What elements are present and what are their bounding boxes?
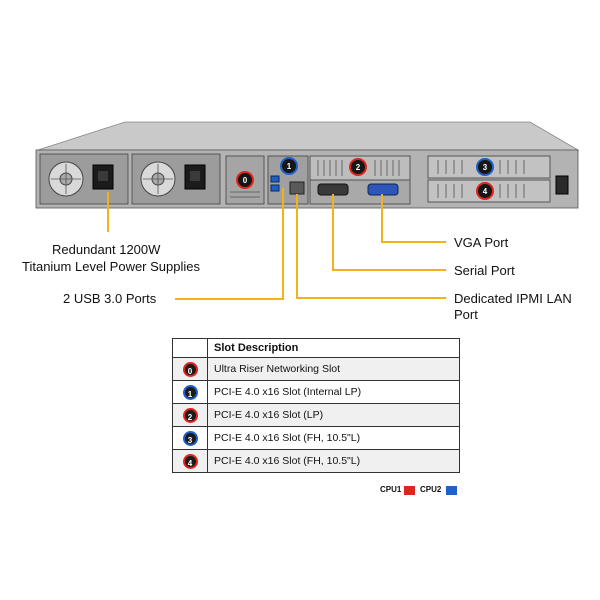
legend-cpu1-swatch <box>404 486 415 495</box>
slot-badge-3: 3 <box>476 158 494 176</box>
psu-callout-line2: Titanium Level Power Supplies <box>22 259 200 274</box>
table-row: 3 PCI-E 4.0 x16 Slot (FH, 10.5"L) <box>172 426 460 450</box>
serial-callout: Serial Port <box>454 263 515 278</box>
leader-line-ipmi <box>296 194 446 299</box>
table-row: 4 PCI-E 4.0 x16 Slot (FH, 10.5"L) <box>172 449 460 473</box>
power-supply-2 <box>131 153 221 205</box>
slot-badge-4: 4 <box>476 182 494 200</box>
slot-badge-1-icon: 1 <box>182 384 198 400</box>
legend-cpu1-label: CPU1 <box>380 485 402 494</box>
leader-line-usb <box>175 188 284 300</box>
usb-port-icon <box>270 175 280 183</box>
slot-description: PCI-E 4.0 x16 Slot (FH, 10.5"L) <box>207 449 460 473</box>
slot-description: Ultra Riser Networking Slot <box>207 357 460 381</box>
table-header-row: Slot Description <box>172 338 460 358</box>
ipmi-lan-port-icon <box>289 181 305 195</box>
svg-text:4: 4 <box>483 187 488 196</box>
leader-line-vga <box>381 194 446 243</box>
serial-port-icon <box>317 183 349 196</box>
chassis-top <box>37 121 580 151</box>
slot-badge-0: 0 <box>236 171 254 189</box>
slot-badge-2-icon: 2 <box>182 407 198 423</box>
table-header: Slot Description <box>207 338 460 358</box>
legend-cpu2-swatch <box>446 486 457 495</box>
slot-description-table: Slot Description 0 Ultra Riser Networkin… <box>172 338 460 473</box>
vga-port-icon <box>367 183 399 196</box>
slot-badge-2: 2 <box>349 158 367 176</box>
table-row: 2 PCI-E 4.0 x16 Slot (LP) <box>172 403 460 427</box>
slot-description: PCI-E 4.0 x16 Slot (FH, 10.5"L) <box>207 426 460 450</box>
ipmi-callout-line1: Dedicated IPMI LAN <box>454 291 572 306</box>
leader-line-serial <box>332 194 446 271</box>
table-header-blank <box>172 338 208 358</box>
svg-text:2: 2 <box>356 163 361 172</box>
power-supply-1 <box>39 153 129 205</box>
slot-2-vents <box>317 160 400 176</box>
legend-cpu2-label: CPU2 <box>420 485 442 494</box>
svg-text:0: 0 <box>243 176 248 185</box>
table-row: 1 PCI-E 4.0 x16 Slot (Internal LP) <box>172 380 460 404</box>
psu-callout-line1: Redundant 1200W <box>52 242 161 257</box>
slot-description: PCI-E 4.0 x16 Slot (Internal LP) <box>207 380 460 404</box>
slot-badge-1: 1 <box>280 157 298 175</box>
ipmi-callout-line2: Port <box>454 307 478 322</box>
rear-latch-icon <box>555 175 569 195</box>
vga-callout: VGA Port <box>454 235 509 250</box>
usb-callout: 2 USB 3.0 Ports <box>63 291 157 306</box>
slot-badge-0-icon: 0 <box>182 361 198 377</box>
svg-text:3: 3 <box>483 163 488 172</box>
slot-badge-4-icon: 4 <box>182 453 198 469</box>
slot-badge-3-icon: 3 <box>182 430 198 446</box>
slot-0-vents <box>230 191 260 198</box>
slot-3-4-vents <box>437 160 525 198</box>
slot-description: PCI-E 4.0 x16 Slot (LP) <box>207 403 460 427</box>
svg-text:1: 1 <box>287 162 292 171</box>
table-row: 0 Ultra Riser Networking Slot <box>172 357 460 381</box>
usb-port-icon <box>270 184 280 192</box>
